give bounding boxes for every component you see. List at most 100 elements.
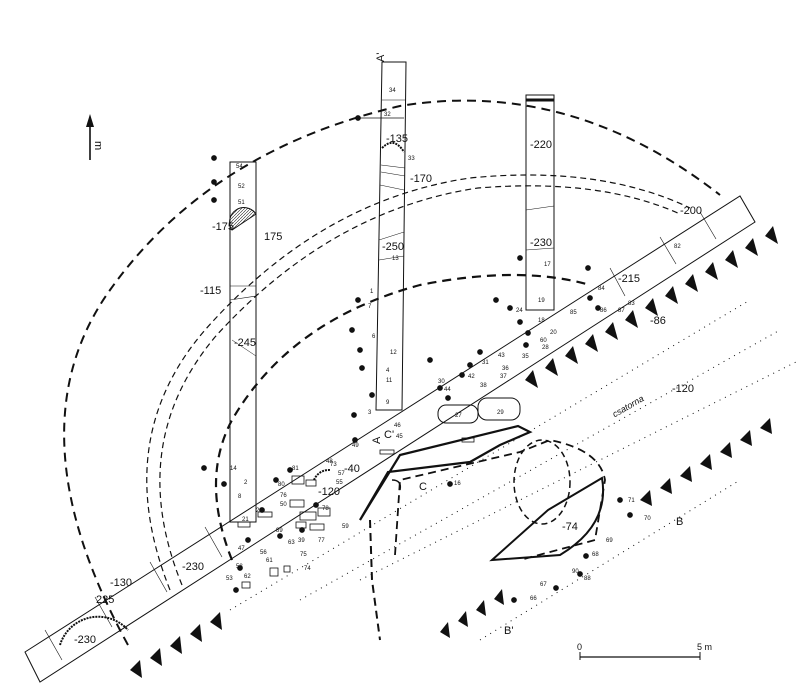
section-label-b-right: B (676, 516, 683, 528)
find-label: 86 (600, 308, 607, 314)
elevation-label: -200 (680, 205, 702, 217)
elevation-label: -130 (110, 577, 132, 589)
find-label: 85 (570, 310, 577, 316)
pit-outline-outer (63, 99, 721, 646)
find-label: 33 (408, 156, 415, 162)
channel-label: csatorna (611, 393, 646, 419)
pit-outline-inner (146, 174, 691, 591)
find-label: 14 (230, 466, 237, 472)
elevation-label: -135 (386, 133, 408, 145)
find-label: 30 (438, 379, 445, 385)
vertical-trench-middle (375, 61, 407, 411)
find-label: 68 (592, 552, 599, 558)
north-label: m (92, 141, 104, 150)
section-label-c-bottom: C (419, 481, 427, 493)
find-label: 54 (236, 164, 243, 170)
find-label: 43 (498, 353, 505, 359)
find-label: 2 (244, 480, 248, 486)
find-label: 78 (322, 506, 329, 512)
find-cluster (237, 437, 475, 589)
find-label: 8 (238, 494, 242, 500)
elevation-label: -40 (344, 463, 360, 475)
find-label: 49 (352, 443, 359, 449)
find-label: 45 (396, 434, 403, 440)
scale-start: 0 (577, 642, 582, 652)
find-label: 66 (530, 596, 537, 602)
find-label: 58 (236, 564, 243, 570)
find-label: 4 (386, 368, 390, 374)
elevation-label: -230 (182, 561, 204, 573)
find-label: 18 (538, 318, 545, 324)
find-label: 59 (342, 524, 349, 530)
find-label: 20 (550, 330, 557, 336)
find-label: 57 (338, 471, 345, 477)
find-label: 83 (628, 301, 635, 307)
pit-outline-middle (214, 273, 591, 561)
scale-end: 5 m (697, 642, 712, 652)
elevation-label: 225 (96, 594, 114, 606)
find-label: 6 (372, 334, 376, 340)
dotted-guides (229, 299, 801, 641)
elevation-label: -220 (530, 139, 552, 151)
find-label: 73 (330, 462, 337, 468)
find-label: 35 (522, 354, 529, 360)
find-label: 63 (288, 540, 295, 546)
section-label-a-top: A' (375, 53, 387, 62)
find-label: 87 (618, 308, 625, 314)
find-label: 75 (300, 552, 307, 558)
find-label: 56 (260, 550, 267, 556)
find-label: 28 (542, 345, 549, 351)
find-label: 67 (540, 582, 547, 588)
find-label: 11 (386, 378, 393, 384)
find-label: 38 (480, 383, 487, 389)
find-label: 82 (674, 244, 681, 250)
find-label: 39 (298, 538, 305, 544)
find-label: 13 (392, 256, 399, 262)
elevation-label: 175 (264, 231, 282, 243)
section-label-c-top: C' (384, 429, 394, 441)
find-label: 76 (280, 493, 287, 499)
find-label: 7 (368, 304, 372, 310)
find-label: 69 (606, 538, 613, 544)
find-label: 52 (238, 184, 245, 190)
elevation-label: -245 (234, 337, 256, 349)
find-label: 36 (502, 366, 509, 372)
find-label: 31 (482, 360, 489, 366)
elevation-label: -120 (318, 486, 340, 498)
elevation-labels: -135 -170 -175 175 -115 -245 -250 -220 -… (74, 133, 702, 646)
find-label: 77 (318, 538, 325, 544)
pits-27-29 (437, 397, 521, 424)
main-trench (24, 195, 756, 683)
find-label: 62 (244, 574, 251, 580)
elevation-label: -74 (562, 521, 578, 533)
find-points (201, 115, 633, 603)
slope-triangles-bottom (440, 589, 504, 638)
find-label: 46 (394, 423, 401, 429)
section-label-b-left: B' (504, 625, 513, 637)
find-label: 80 (278, 482, 285, 488)
find-label: 9 (386, 400, 390, 406)
hatched-arcs (59, 141, 405, 646)
elevation-label: -215 (618, 273, 640, 285)
elevation-label: -115 (200, 285, 221, 297)
find-label: 17 (544, 262, 551, 268)
find-label: 37 (500, 374, 507, 380)
building-outline (359, 424, 606, 641)
find-label: 1 (370, 289, 374, 295)
section-labels: A' A C' C B' B (371, 53, 683, 637)
find-label: 70 (644, 516, 651, 522)
find-label: 55 (336, 480, 343, 486)
find-label: 48 (326, 459, 333, 465)
find-label: 53 (226, 576, 233, 582)
elevation-label: -250 (382, 241, 404, 253)
find-label: 29 (497, 410, 504, 416)
scale-bar: 0 5 m (577, 642, 712, 660)
find-label: 22 (256, 508, 263, 514)
elevation-label: -86 (650, 315, 666, 327)
find-label: 44 (444, 387, 451, 393)
find-label: 32 (384, 112, 391, 118)
find-label: 47 (238, 546, 245, 552)
find-label: 19 (538, 298, 545, 304)
find-label: 34 (389, 88, 396, 94)
find-label: 21 (242, 517, 249, 523)
